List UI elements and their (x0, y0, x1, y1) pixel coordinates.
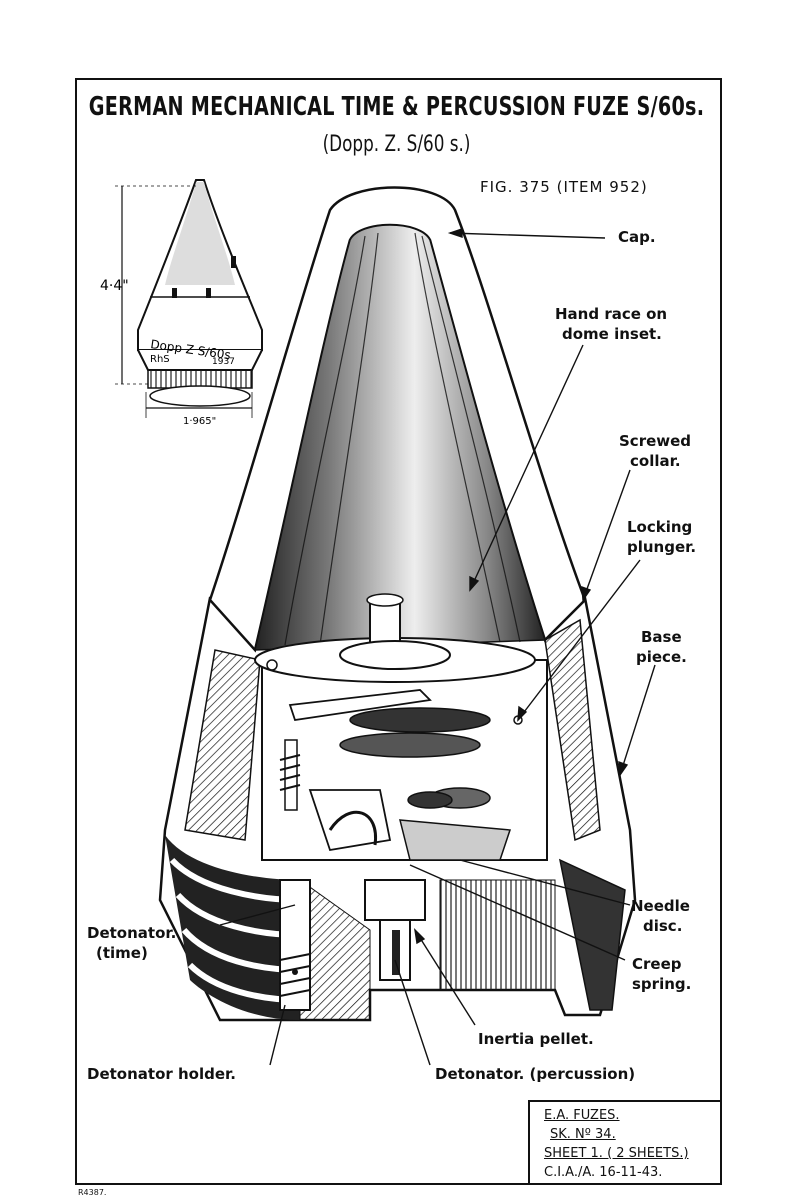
label-inertia-pellet: Inertia pellet. (478, 1030, 594, 1048)
label-creep-spring: Creep (632, 955, 682, 973)
drawing-subtitle: (Dopp. Z. S/60 s.) (322, 132, 471, 157)
label-detonator-holder: Detonator holder. (87, 1065, 236, 1083)
label-locking-plunger: Locking (627, 518, 693, 536)
title-block-line-4: C.I.A./A. 16-11-43. (544, 1165, 663, 1180)
inset-marking-year: 1937 (212, 357, 235, 367)
drawing-title: GERMAN MECHANICAL TIME & PERCUSSION FUZE… (88, 92, 705, 122)
inset-width-dimension: 1·965" (183, 416, 216, 427)
label-screwed-collar: Screwed (619, 432, 692, 450)
figure-reference: FIG. 375 (ITEM 952) (480, 178, 648, 196)
label-locking-plunger-2: plunger. (627, 538, 697, 556)
inset-height-dimension: 4·4" (100, 278, 129, 294)
drawing-stamp: R4387. (78, 1188, 107, 1197)
label-detonator-percussion: Detonator. (percussion) (435, 1065, 636, 1083)
label-hand-race-2: dome inset. (562, 325, 662, 343)
label-screwed-collar-2: collar. (630, 452, 681, 470)
label-base-piece-2: piece. (636, 648, 687, 666)
label-base-piece: Base (641, 628, 682, 646)
clockwork-mechanism (254, 593, 548, 861)
label-detonator-time: Detonator. (87, 924, 177, 942)
title-block-line-2: SK. Nº 34. (550, 1127, 616, 1142)
label-creep-spring-2: spring. (632, 975, 692, 993)
label-detonator-time-2: (time) (96, 944, 148, 962)
title-block: E.A. FUZES. SK. Nº 34. SHEET 1. ( 2 SHEE… (528, 1100, 722, 1185)
inset-fuze (115, 179, 263, 418)
main-fuze (158, 186, 637, 1022)
title-block-line-1: E.A. FUZES. (544, 1108, 620, 1123)
label-hand-race: Hand race on (555, 305, 668, 323)
detonator-time-body (279, 879, 311, 1011)
label-needle-disc: Needle (631, 897, 690, 915)
detonator-percussion-body (364, 879, 426, 981)
inset-marking-maker: RhS (150, 354, 170, 365)
title-block-line-3: SHEET 1. ( 2 SHEETS.) (544, 1146, 689, 1161)
drawing-frame (75, 78, 722, 1185)
leader-lines (219, 228, 656, 1066)
label-needle-disc-2: disc. (643, 917, 683, 935)
label-cap: Cap. (618, 228, 656, 246)
